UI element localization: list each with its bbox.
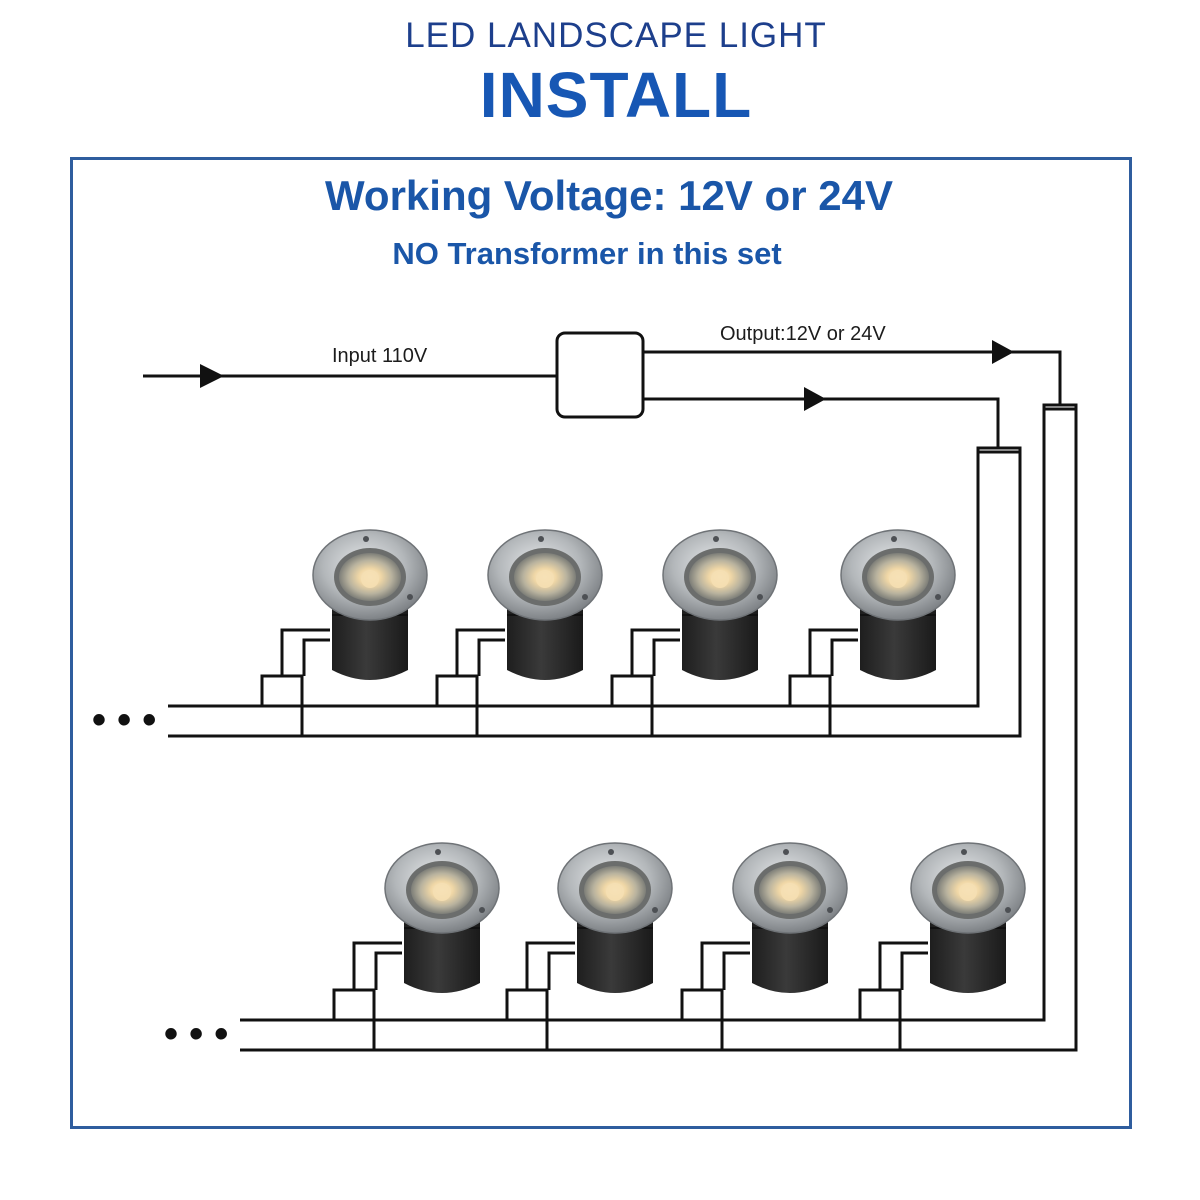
output-arrow-bottom (804, 387, 826, 411)
connector-2-4 (858, 941, 928, 1050)
working-voltage-text: Working Voltage: 12V or 24V (325, 172, 893, 219)
connector-1-4 (788, 628, 858, 736)
connector-1-3 (610, 628, 680, 736)
landscape-light-1-4 (788, 529, 956, 736)
diagram-frame (70, 157, 1132, 1129)
landscape-light-2-2 (505, 842, 673, 1050)
header-subtitle: LED LANDSCAPE LIGHT (405, 16, 827, 55)
landscape-light-2-3 (680, 842, 848, 1050)
row-1-continuation: • • • (92, 698, 156, 742)
light-row-1 (260, 529, 956, 736)
output-arrow-top (992, 340, 1014, 364)
row-2-continuation: • • • (164, 1012, 228, 1056)
connector-2-2 (505, 941, 575, 1050)
landscape-light-1-3 (610, 529, 778, 736)
no-transformer-note: NO Transformer in this set (392, 236, 782, 271)
input-arrow (200, 364, 224, 388)
header-title: INSTALL (479, 59, 753, 131)
input-voltage-label: Input 110V (332, 345, 428, 367)
connector-1-1 (260, 628, 330, 736)
landscape-light-1-1 (260, 529, 428, 736)
connector-2-3 (680, 941, 750, 1050)
landscape-light-2-1 (332, 842, 500, 1050)
connector-2-1 (332, 941, 402, 1050)
landscape-light-1-2 (435, 529, 603, 736)
landscape-light-2-4 (858, 842, 1026, 1050)
transformer-box (555, 331, 645, 419)
connector-1-2 (435, 628, 505, 736)
light-row-2 (332, 842, 1026, 1050)
output-voltage-label: Output:12V or 24V (720, 323, 886, 345)
